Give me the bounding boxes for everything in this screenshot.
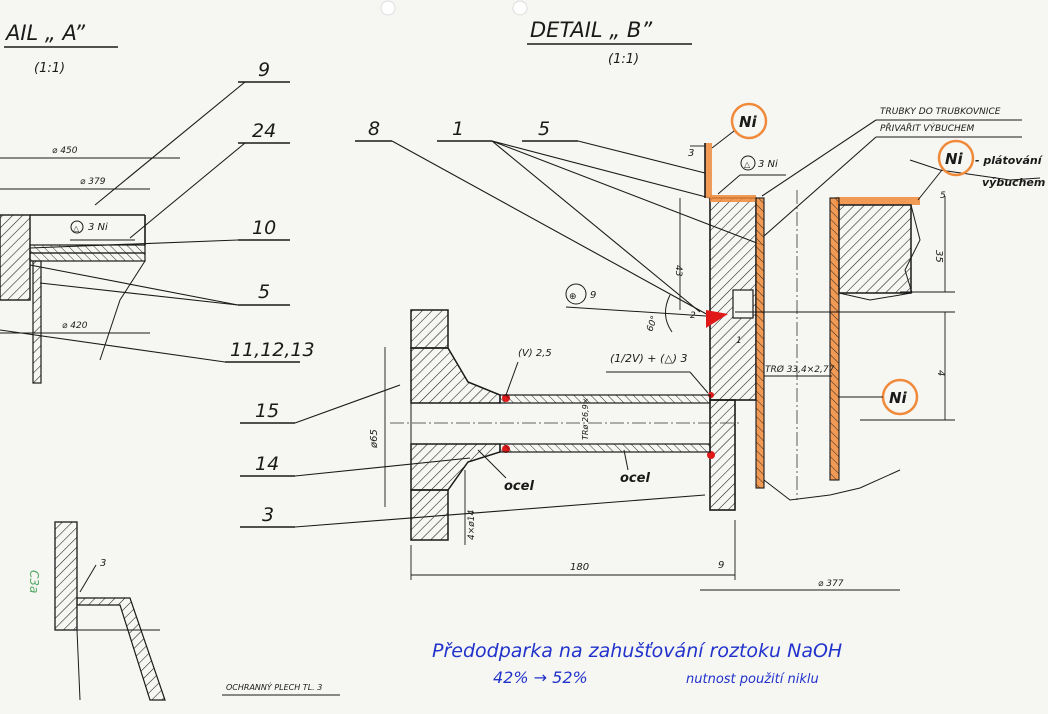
dim-377: ⌀ 377 [818,579,844,589]
detail-a-title: AIL „ A” [4,21,86,45]
dim-4x14: 4×ø14 [467,510,477,540]
note-line-2: 42% → 52% [493,668,588,687]
dim-d65: ø65 [369,429,380,449]
part-24: 24 [252,120,276,142]
ni-label-bottom: Ni [889,389,908,407]
detail-b-scale: (1:1) [608,52,639,67]
ocel-label-2: ocel [620,471,650,486]
punch-hole-right [512,0,528,16]
handwritten-notes: Předodparka na zahušťování roztoku NaOH … [432,640,842,687]
part-14: 14 [255,453,279,475]
ni-label-right: Ni [945,150,964,168]
tube-spec: TRØ 33,4×2,77 [765,364,835,375]
weld-combo: (1/2V) + (△) 3 [610,352,688,365]
note-line-3: nutnost použití niklu [686,672,819,687]
svg-text:⊕: ⊕ [569,292,577,302]
detail-b-title: DETAIL „ B” [530,18,653,42]
dim-35: 35 [933,250,944,263]
weld-3ni-b: 3 Ni [758,159,778,170]
punch-hole-left [380,0,396,16]
ocel-label-1: ocel [504,479,534,494]
dim-379: ⌀ 379 [80,177,106,187]
dim-pipe: TRø 26,9× [581,398,590,440]
part-15: 15 [255,400,279,422]
dim-43: 43 [673,265,683,277]
dim-5: 5 [940,191,946,201]
dim-450: ⌀ 450 [52,146,78,156]
protective-plate-detail: 3 C3a OCHRANNÝ PLECH TL. 3 [27,521,340,701]
tube-note-line1: TRUBKY DO TRUBKOVNICE [880,107,1001,117]
detail-a: AIL „ A” (1:1) ⌀ 450 ⌀ 379 ⌀ 420 △ 3 Ni [0,21,180,384]
svg-text:△: △ [73,224,80,233]
detail-a-scale: (1:1) [34,61,65,76]
svg-text:△: △ [744,160,751,169]
weld-3ni-a: 3 Ni [88,222,108,233]
part-labels-left: 9 24 10 5 11,12,13 15 14 3 [0,59,706,528]
dim-9: 9 [718,560,724,571]
part-5-top: 5 [538,118,550,140]
dim-420: ⌀ 420 [62,321,88,331]
corner-dim-3: 3 [100,558,106,569]
note-line-1: Předodparka na zahušťování roztoku NaOH [432,640,842,662]
part-8: 8 [368,118,380,140]
part-1: 1 [452,118,464,140]
weld-v25: (V) 2,5 [518,348,552,359]
detail-b: DETAIL „ B” (1:1) 8 1 5 [355,18,1045,591]
tube-note-line2: PŘIVAŘIT VÝBUCHEM [880,122,974,134]
dim-180: 180 [570,562,589,573]
side-green-note: C3a [27,570,41,593]
weld-9: 9 [590,290,596,301]
plech-note: OCHRANNÝ PLECH TL. 3 [226,681,322,692]
ni-label-top: Ni [739,113,758,131]
part-11-12-13: 11,12,13 [230,339,315,361]
part-3: 3 [262,504,274,526]
dim-1: 1 [736,336,742,346]
part-10: 10 [252,217,276,239]
ni-right-note-2: výbuchem [982,176,1045,189]
dim-2: 2 [690,311,696,321]
dim-4: 4 [935,370,946,376]
dim-3: 3 [688,148,694,159]
part-5-left: 5 [258,281,270,303]
ni-right-note-1: - plátování [975,154,1044,167]
part-9: 9 [258,59,270,81]
